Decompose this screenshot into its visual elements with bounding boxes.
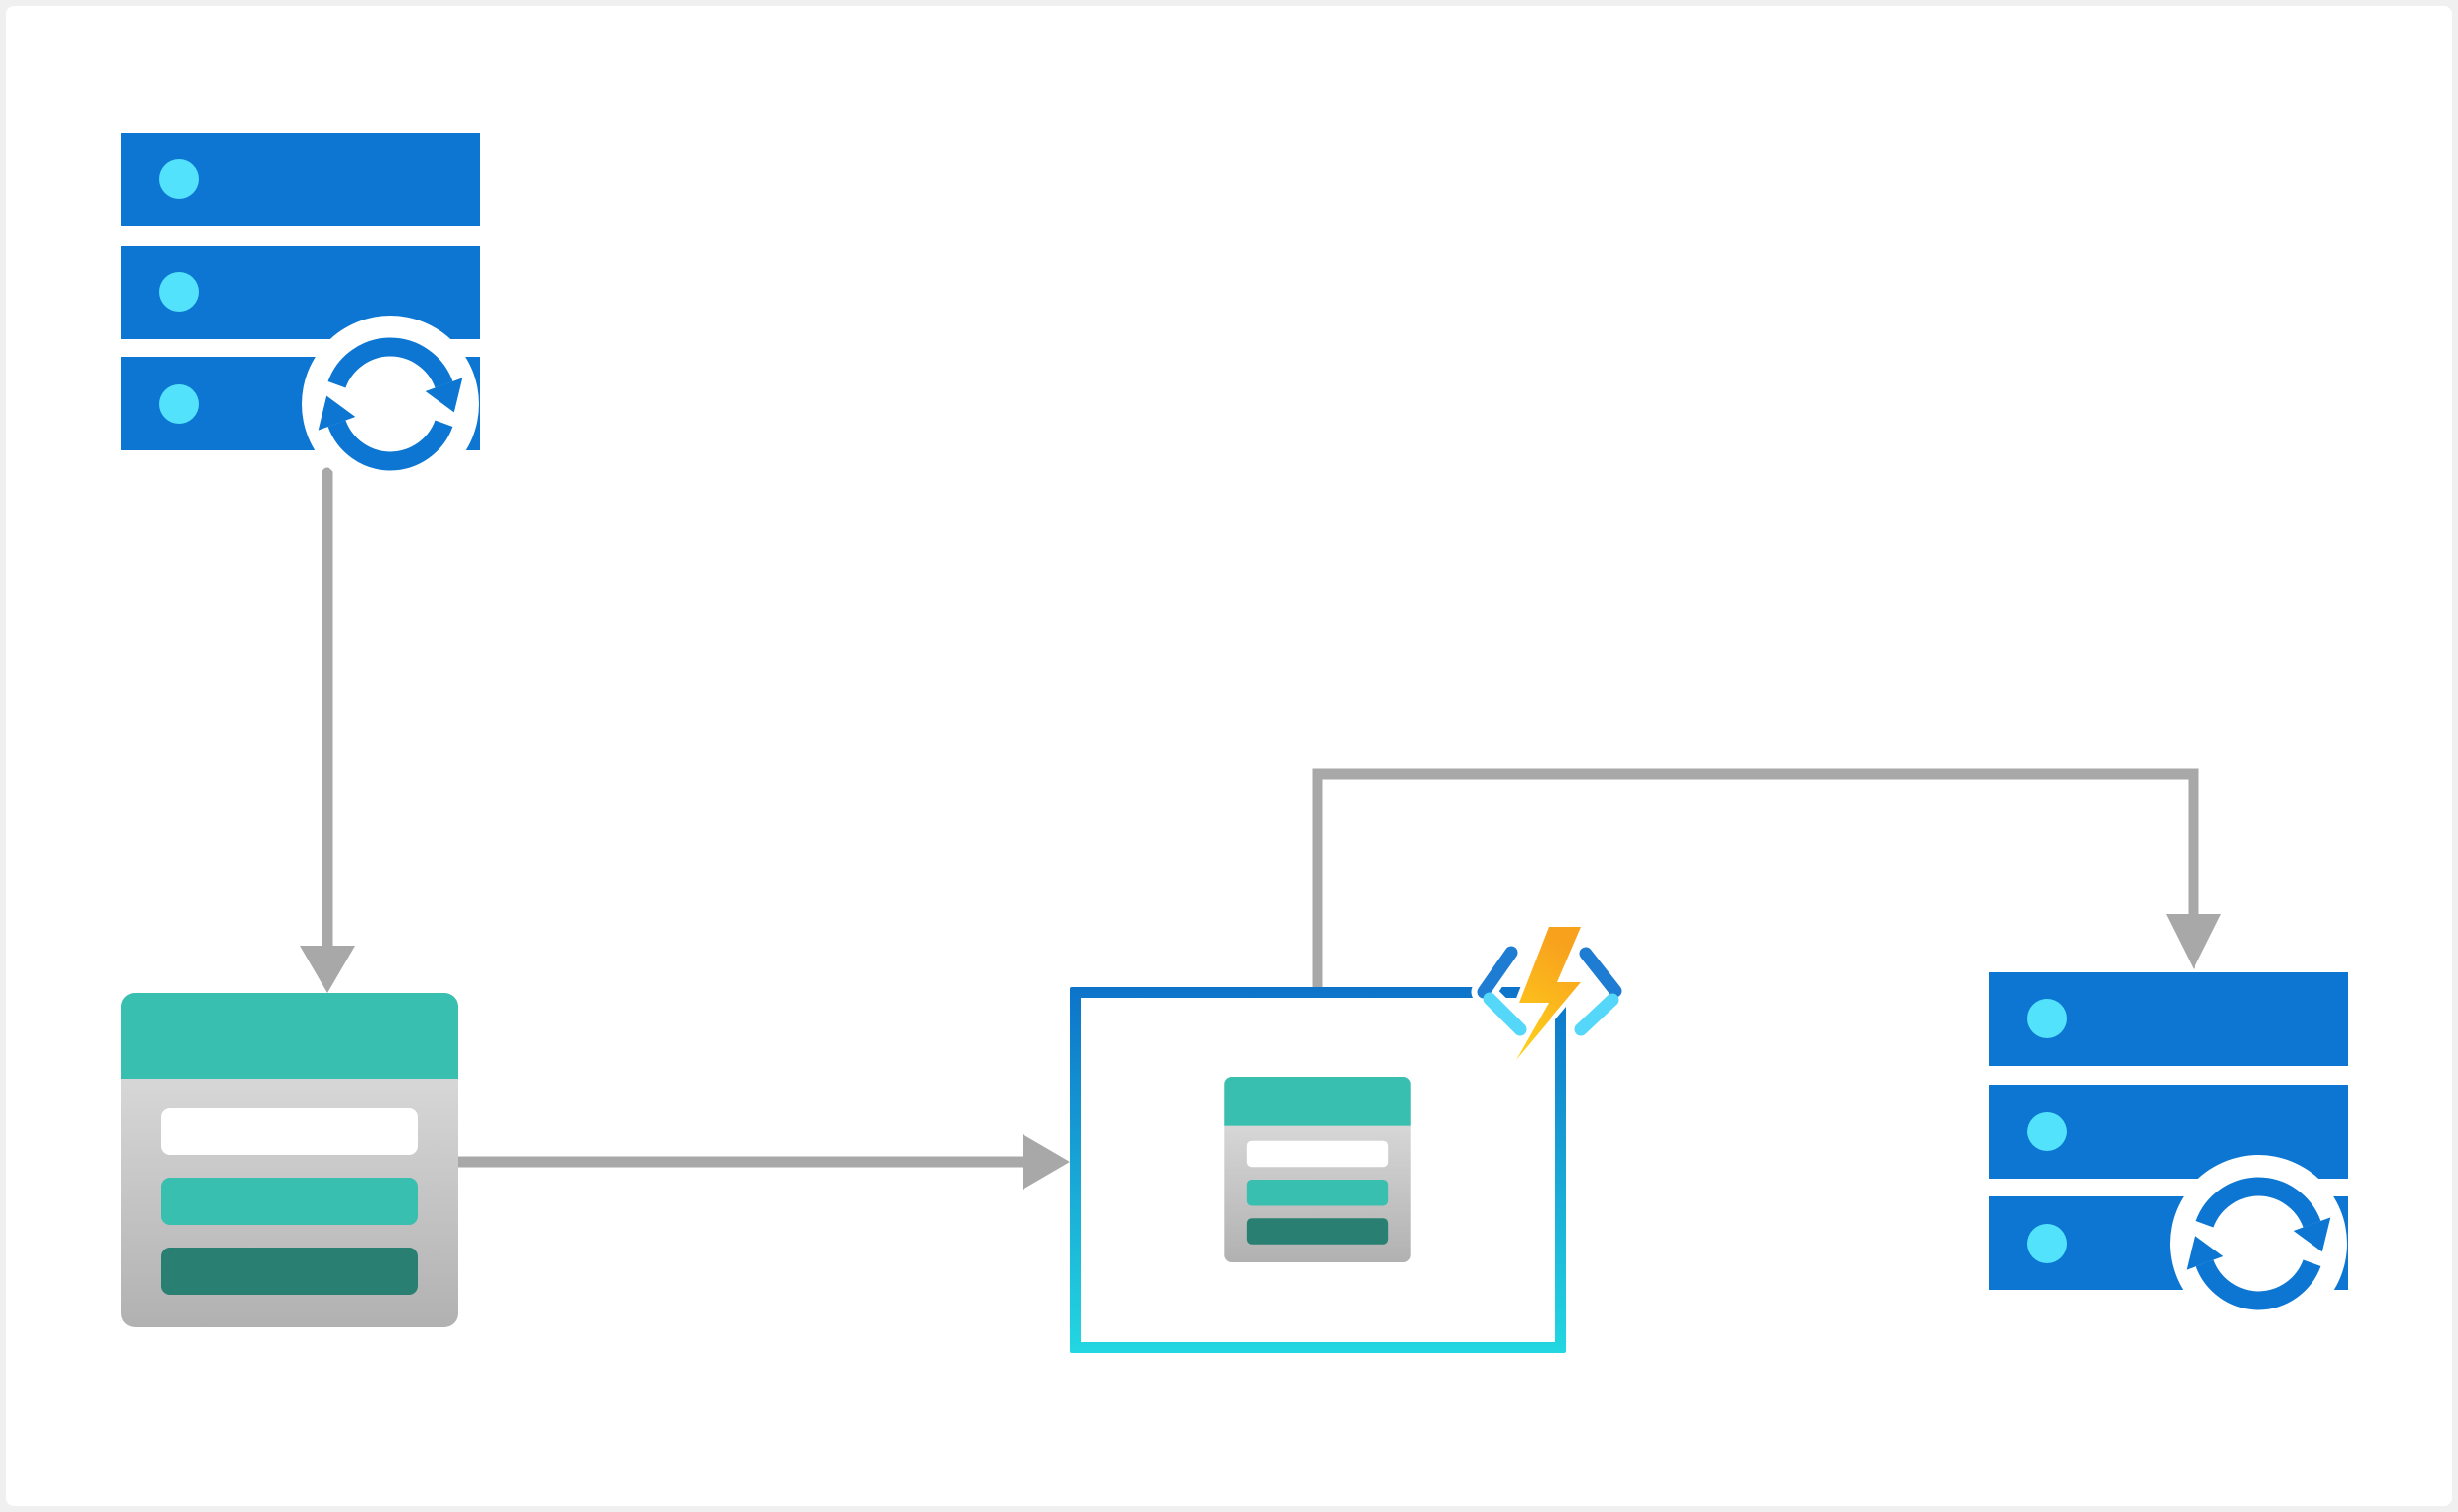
code-bracket-icon — [1471, 940, 1628, 1042]
database-server-icon — [1989, 972, 2348, 1332]
arrow-table-to-function — [439, 1134, 1070, 1190]
lightning-bolt-icon — [1511, 922, 1586, 1065]
source-database-server-icon — [121, 133, 534, 526]
azure-functions-icon — [1471, 922, 1628, 1065]
table-storage-icon — [121, 993, 458, 1327]
arrow-function-to-destination — [1312, 768, 2221, 993]
function-table-storage-icon — [1224, 1077, 1411, 1262]
database-server-icon — [121, 133, 480, 493]
destination-database-server-icon — [1989, 972, 2402, 1366]
arrow-source-to-table — [300, 467, 355, 993]
